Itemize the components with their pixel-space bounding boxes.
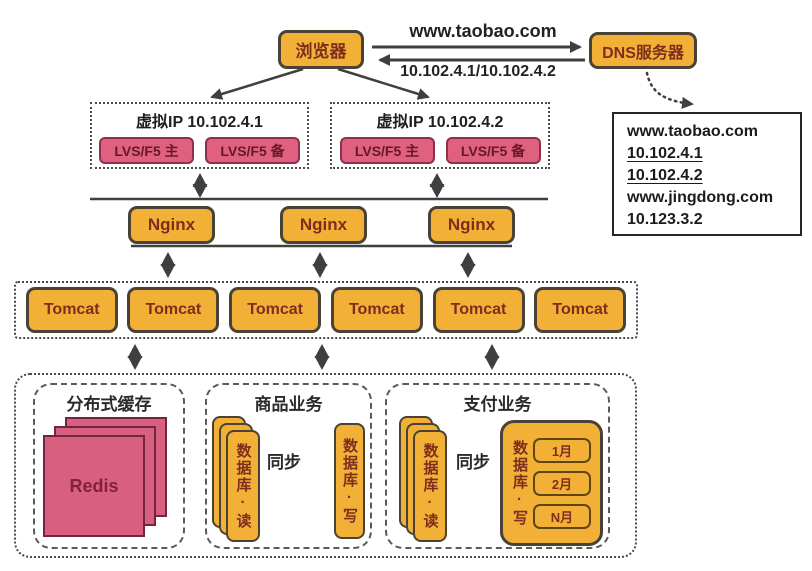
lvs-primary-node: LVS/F5 主 <box>99 137 194 164</box>
dns-record-line: www.taobao.com <box>627 123 758 140</box>
product-section-title: 商品业务 <box>254 395 323 414</box>
redis-node: Redis <box>43 435 145 537</box>
payment-section-title: 支付业务 <box>463 395 532 414</box>
vip-title: 虚拟IP 10.102.4.2 <box>376 114 504 131</box>
dns-record-line: 10.123.3.2 <box>627 211 703 228</box>
browser-to-vip-arrows <box>210 67 430 100</box>
tomcat-node: Tomcat <box>330 287 423 333</box>
nginx-node: Nginx <box>128 206 215 244</box>
product-db-area: 数据库·读 同步 数据库·写 <box>205 383 372 549</box>
sync-label: 同步 <box>267 453 301 472</box>
dns-record-line: 10.102.4.2 <box>627 167 703 184</box>
tomcat-node: Tomcat <box>534 287 627 333</box>
dns-server-label: DNS服务器 <box>602 44 684 62</box>
tomcat-node: Tomcat <box>25 287 118 333</box>
nginx-node: Nginx <box>280 206 367 244</box>
redis-stack: Redis <box>33 383 185 549</box>
month-shard: N月 <box>533 503 591 529</box>
lvs-row: LVS/F5 主 LVS/F5 备 <box>99 137 300 164</box>
lvs-backup-node: LVS/F5 备 <box>205 137 300 164</box>
tomcat-to-business-arrows <box>127 344 500 370</box>
tomcat-node: Tomcat <box>127 287 220 333</box>
cache-section-title: 分布式缓存 <box>66 395 152 414</box>
vip-to-nginx-arrows <box>192 173 445 198</box>
db-write-label: 数据库·写 <box>511 439 528 527</box>
dns-record-line: www.jingdong.com <box>627 189 774 206</box>
db-read-node: 数据库·读 <box>226 430 260 542</box>
dns-records-panel: www.taobao.com 10.102.4.1 10.102.4.2 www… <box>612 112 802 236</box>
db-read-label: 数据库·读 <box>234 442 252 530</box>
browser-label: 浏览器 <box>295 42 347 61</box>
redis-label: Redis <box>69 475 119 496</box>
vip-title: 虚拟IP 10.102.4.1 <box>136 114 263 131</box>
business-layer-box <box>14 373 637 558</box>
vip-group-2: 虚拟IP 10.102.4.2 LVS/F5 主 LVS/F5 备 <box>330 102 550 169</box>
db-write-node: 数据库·写 <box>334 423 365 539</box>
db-read-label: 数据库·读 <box>421 442 439 530</box>
dns-record-line: 10.102.4.1 <box>627 145 703 162</box>
tomcat-node: Tomcat <box>432 287 525 333</box>
browser-node: 浏览器 <box>278 30 364 69</box>
dns-answer-label: 10.102.4.1/10.102.4.2 <box>400 63 556 80</box>
tomcat-node: Tomcat <box>229 287 322 333</box>
dns-query-label: www.taobao.com <box>409 21 557 41</box>
db-read-node: 数据库·读 <box>413 430 447 542</box>
dns-lookup-dotted-arrow <box>645 71 694 109</box>
lvs-primary-node: LVS/F5 主 <box>339 137 435 164</box>
month-shard-column: 1月 2月 N月 <box>533 437 591 529</box>
vip-group-1: 虚拟IP 10.102.4.1 LVS/F5 主 LVS/F5 备 <box>90 102 309 169</box>
db-write-label: 数据库·写 <box>341 437 358 525</box>
nginx-rails <box>90 197 548 248</box>
payment-db-area: 数据库·读 同步 数据库·写 1月 2月 N月 <box>385 383 610 549</box>
lvs-row: LVS/F5 主 LVS/F5 备 <box>339 137 541 164</box>
nginx-to-tomcat-arrows <box>160 252 476 278</box>
lvs-backup-node: LVS/F5 备 <box>445 137 541 164</box>
tomcat-cluster-box: Tomcat Tomcat Tomcat Tomcat Tomcat Tomca… <box>14 281 638 339</box>
db-write-group: 数据库·写 1月 2月 N月 <box>500 420 603 546</box>
dns-server-node: DNS服务器 <box>589 32 697 69</box>
month-shard: 1月 <box>533 437 591 463</box>
nginx-node: Nginx <box>428 206 515 244</box>
month-shard: 2月 <box>533 470 591 496</box>
sync-label: 同步 <box>456 453 490 472</box>
